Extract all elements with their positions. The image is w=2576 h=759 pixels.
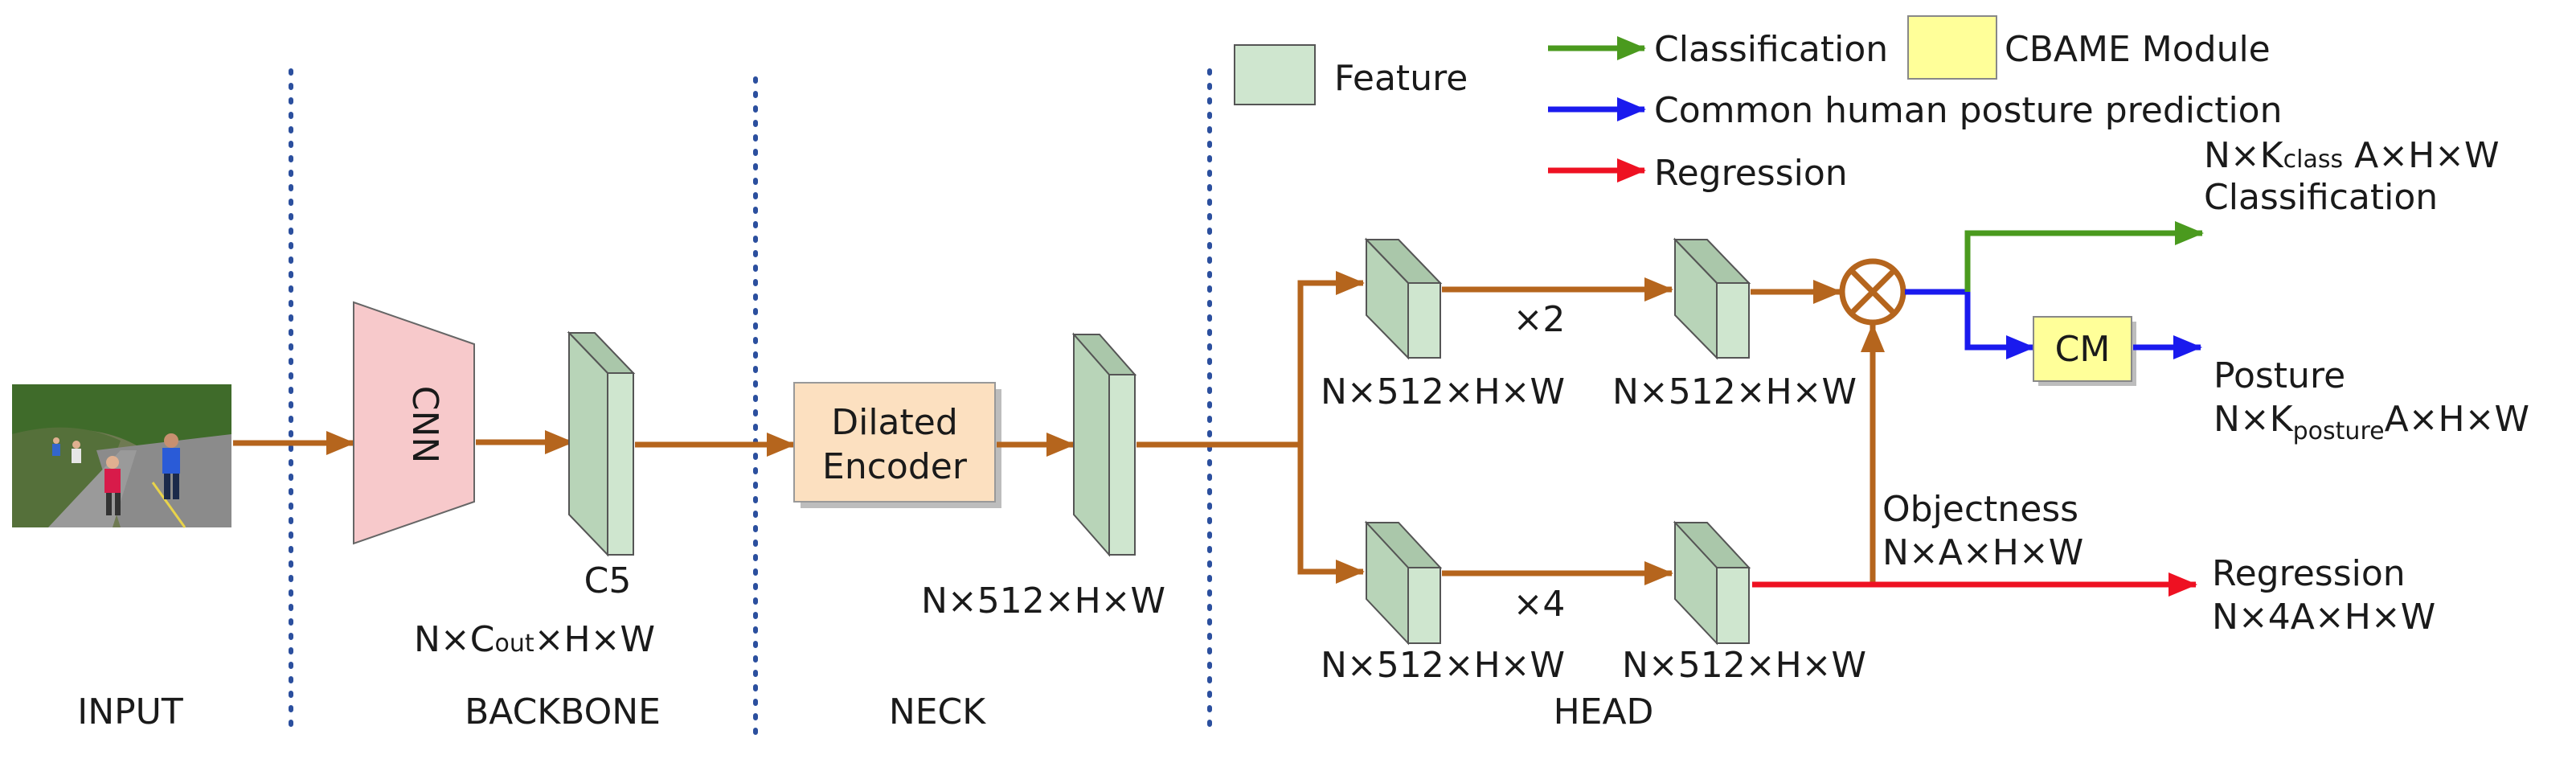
legend-classification-label: Classification — [1654, 29, 1888, 70]
arrow-head-branch-bottom — [1297, 445, 1365, 584]
dilated-encoder-line1: Dilated — [831, 402, 958, 443]
section-head: HEAD — [1554, 691, 1654, 732]
label-head-bottom-2: N×512×H×W — [1622, 645, 1866, 686]
label-regression-shape: N×4A×H×W — [2212, 597, 2435, 638]
feature-head-bottom-1 — [1364, 520, 1443, 646]
label-objectness: Objectness — [1882, 489, 2078, 530]
label-objectness-shape: N×A×H×W — [1882, 532, 2083, 573]
dilated-encoder-block — [793, 382, 996, 503]
feature-c5 — [567, 330, 636, 557]
multiply-node — [1839, 258, 1906, 326]
feature-head-top-1 — [1364, 237, 1443, 360]
label-repeat-bottom: ×4 — [1513, 584, 1566, 625]
legend: Feature Classification CBAME Module Comm… — [1234, 15, 2282, 194]
label-backbone-shape: N×Cout×H×W — [414, 619, 655, 660]
label-posture: Posture — [2214, 355, 2345, 396]
cnn-label: CNN — [404, 386, 445, 464]
label-posture-shape: N×KpostureA×H×W — [2214, 399, 2529, 445]
label-c5: C5 — [584, 560, 632, 601]
legend-cbame-label: CBAME Module — [2005, 29, 2271, 70]
legend-cbame-swatch — [1907, 15, 1997, 80]
label-classification-shape: N×Kclass A×H×W — [2204, 135, 2500, 176]
arrow-classification-out — [1964, 221, 2204, 292]
label-head-top-2: N×512×H×W — [1612, 371, 1857, 412]
arrow-head-branch-top — [1297, 271, 1365, 445]
cm-block — [2033, 316, 2132, 382]
section-backbone: BACKBONE — [465, 691, 661, 732]
legend-feature-swatch — [1234, 44, 1316, 105]
label-repeat-top: ×2 — [1513, 299, 1566, 340]
label-regression: Regression — [2212, 553, 2406, 594]
cnn-block — [353, 301, 475, 545]
legend-feature-label: Feature — [1334, 58, 1468, 99]
legend-regression-label: Regression — [1654, 153, 1848, 194]
label-neck-shape: N×512×H×W — [921, 581, 1165, 622]
cm-label: CM — [2055, 329, 2111, 370]
legend-posture-label: Common human posture prediction — [1654, 90, 2282, 131]
dilated-encoder-line2: Encoder — [822, 446, 968, 487]
label-head-top-1: N×512×H×W — [1321, 371, 1565, 412]
feature-neck — [1071, 332, 1137, 557]
section-input: INPUT — [77, 691, 183, 732]
input-image — [12, 384, 231, 528]
arrow-to-cm — [1964, 292, 2035, 359]
feature-head-top-2 — [1673, 237, 1751, 360]
label-classification: Classification — [2204, 177, 2438, 218]
section-neck: NECK — [889, 691, 986, 732]
feature-head-bottom-2 — [1673, 520, 1751, 646]
label-head-bottom-1: N×512×H×W — [1321, 645, 1565, 686]
